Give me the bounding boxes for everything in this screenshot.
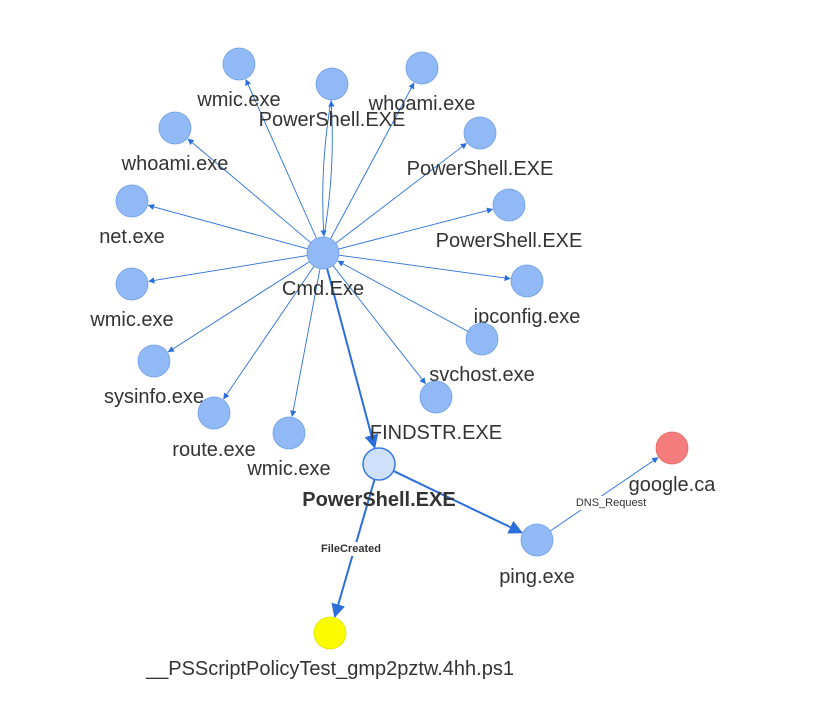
edge-cmd-to-findstr (332, 265, 426, 385)
node-ipconfig[interactable]: ipconfig.exe (474, 264, 581, 328)
node-label: whoami.exe (368, 93, 476, 115)
node-label: Cmd.Exe (282, 278, 364, 300)
node-label: FINDSTR.EXE (370, 422, 502, 444)
node-label: PowerShell.EXE (407, 158, 554, 180)
node-google[interactable]: google.ca (629, 431, 717, 496)
edge-label-dns-request: DNS_Request (576, 497, 646, 509)
node-label: google.ca (629, 474, 717, 496)
process-node-circle[interactable] (315, 67, 349, 101)
process-node-circle[interactable] (306, 236, 340, 270)
edge-label-bg (573, 496, 649, 510)
node-label: sysinfo.exe (104, 386, 204, 408)
process-node-circle[interactable] (463, 116, 497, 150)
node-net[interactable]: net.exe (99, 184, 165, 248)
process-node-circle[interactable] (465, 322, 499, 356)
node-psmain[interactable]: PowerShell.EXE (302, 447, 456, 511)
edge-cmd-to-ps2 (335, 142, 467, 244)
node-label: svchost.exe (429, 364, 535, 386)
edge-cmd-to-wmic2 (148, 255, 308, 284)
node-label: wmic.exe (89, 309, 173, 331)
node-findstr[interactable]: FINDSTR.EXE (370, 380, 502, 444)
process-node-circle[interactable] (492, 188, 526, 222)
edge-cmd-to-psmain (326, 268, 379, 449)
edge-cmd-to-ps1 (323, 100, 335, 238)
edge-ping-to-google (549, 457, 659, 532)
node-label: PowerShell.EXE (436, 230, 583, 252)
node-label: ping.exe (499, 566, 575, 588)
edge-ps1-to-cmd (320, 99, 332, 237)
process-node-circle[interactable] (405, 51, 439, 85)
process-node-circle[interactable] (137, 344, 171, 378)
process-node-circle[interactable] (510, 264, 544, 298)
process-node-circle[interactable] (272, 416, 306, 450)
node-label: PowerShell.EXE (259, 109, 406, 131)
node-script[interactable]: __PSScriptPolicyTest_gmp2pztw.4hh.ps1 (145, 616, 514, 680)
edge-cmd-to-wmic3 (290, 268, 321, 417)
node-label: __PSScriptPolicyTest_gmp2pztw.4hh.ps1 (145, 658, 514, 680)
edge-cmd-to-ipconfig (338, 254, 511, 282)
selected-node-circle[interactable] (362, 447, 396, 481)
node-cmd[interactable]: Cmd.Exe (282, 236, 364, 300)
domain-node-circle[interactable] (655, 431, 689, 465)
node-label: net.exe (99, 226, 165, 248)
file-node-circle[interactable] (313, 616, 347, 650)
process-node-circle[interactable] (158, 111, 192, 145)
node-label: route.exe (172, 439, 255, 461)
process-node-circle[interactable] (222, 47, 256, 81)
node-route[interactable]: route.exe (172, 396, 256, 461)
edge-cmd-to-sysinfo (167, 261, 310, 353)
node-whoami2[interactable]: whoami.exe (121, 111, 229, 175)
node-wmic1[interactable]: wmic.exe (196, 47, 281, 111)
process-node-circle[interactable] (419, 380, 453, 414)
node-whoami1[interactable]: whoami.exe (368, 51, 476, 115)
node-ps3[interactable]: PowerShell.EXE (436, 188, 583, 252)
node-ps1[interactable]: PowerShell.EXE (259, 67, 406, 131)
node-ps2[interactable]: PowerShell.EXE (407, 116, 554, 180)
node-svchost[interactable]: svchost.exe (429, 322, 535, 386)
process-node-circle[interactable] (115, 267, 149, 301)
edge-cmd-to-route (223, 265, 315, 400)
node-ping[interactable]: ping.exe (499, 523, 575, 588)
edge-psmain-to-ping (392, 470, 523, 534)
edge-cmd-to-whoami2 (187, 138, 312, 244)
edge-label-bg (319, 542, 383, 556)
node-label: wmic.exe (196, 89, 280, 111)
edges-layer (147, 78, 659, 619)
edge-svchost-to-cmd (337, 260, 469, 332)
edge-cmd-to-whoami1 (330, 82, 415, 240)
node-wmic2[interactable]: wmic.exe (89, 267, 174, 331)
edge-cmd-to-ps3 (338, 207, 494, 250)
node-label: wmic.exe (246, 458, 330, 480)
edge-label-filecreated: FileCreated (321, 543, 381, 555)
node-label: whoami.exe (121, 153, 229, 175)
edge-cmd-to-wmic1 (245, 78, 317, 239)
process-node-circle[interactable] (197, 396, 231, 430)
edge-cmd-to-net (147, 203, 308, 250)
nodes-layer: Cmd.Exewmic.exePowerShell.EXEwhoami.exew… (89, 47, 717, 680)
node-wmic3[interactable]: wmic.exe (246, 416, 331, 480)
node-sysinfo[interactable]: sysinfo.exe (104, 344, 204, 408)
node-label: PowerShell.EXE (302, 489, 455, 511)
process-node-circle[interactable] (520, 523, 554, 557)
process-node-circle[interactable] (115, 184, 149, 218)
node-label: ipconfig.exe (474, 306, 581, 328)
